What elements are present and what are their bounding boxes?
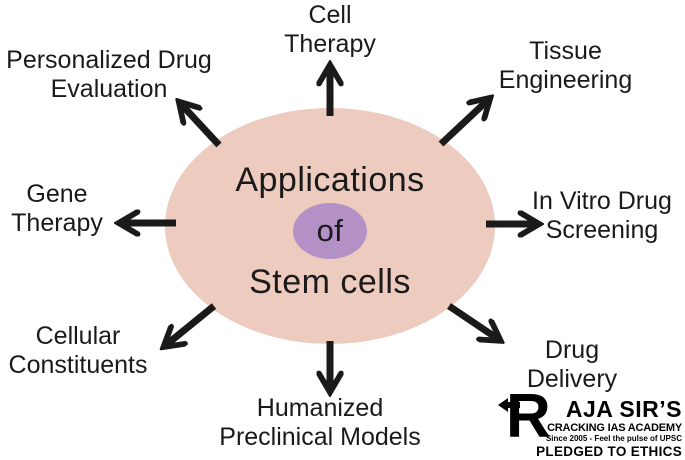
label-drug-delivery: Drug Delivery xyxy=(512,336,632,394)
label-tissue-engineering: Tissue Engineering xyxy=(478,37,653,95)
label-line: Constituents xyxy=(8,351,148,379)
logo-footer: PLEDGED TO ETHICS xyxy=(536,444,682,459)
logo-subtitle: CRACKING IAS ACADEMY xyxy=(547,422,682,434)
left-arrow-icon xyxy=(497,398,520,412)
label-humanized-preclinical-models: Humanized Preclinical Models xyxy=(193,394,447,452)
label-personalized-drug-evaluation: Personalized Drug Evaluation xyxy=(0,46,218,104)
label-line: Humanized xyxy=(256,394,384,422)
arrow-tissue-engineering xyxy=(438,100,488,147)
academy-logo: R AJA SIR’S CRACKING IAS ACADEMY Since 2… xyxy=(497,386,682,459)
label-line: Preclinical Models xyxy=(219,423,421,451)
label-line: Therapy xyxy=(284,30,376,58)
label-gene-therapy: Gene Therapy xyxy=(0,180,114,238)
arrow-cellular-constituents xyxy=(166,303,217,345)
label-line: Screening xyxy=(545,216,659,244)
center-ellipse: Applications of Stem cells xyxy=(165,108,495,344)
label-cell-therapy: Cell Therapy xyxy=(265,1,395,59)
label-line: Cell xyxy=(308,1,352,29)
label-in-vitro-drug-screening: In Vitro Drug Screening xyxy=(520,187,684,245)
label-line: Delivery xyxy=(526,365,618,393)
label-line: Evaluation xyxy=(50,75,168,103)
diagram-title-line2: of xyxy=(316,213,344,248)
label-line: Personalized Drug xyxy=(6,46,212,74)
label-line: Gene xyxy=(26,180,88,208)
label-line: Engineering xyxy=(498,66,633,94)
logo-letter-r: R xyxy=(505,382,551,451)
logo-brand-text: AJA SIR’S xyxy=(565,396,682,422)
label-cellular-constituents: Cellular Constituents xyxy=(0,322,156,380)
diagram-title-line3: Stem cells xyxy=(249,263,411,301)
label-line: Tissue xyxy=(529,37,602,65)
center-inner-ellipse: of xyxy=(293,203,367,259)
diagram-title-line1: Applications xyxy=(235,161,425,199)
arrow-personalized-drug-evaluation xyxy=(181,104,222,148)
label-line: Therapy xyxy=(11,209,103,237)
logo-r-glyph: R xyxy=(497,386,551,448)
label-line: Cellular xyxy=(35,322,121,350)
label-line: In Vitro Drug xyxy=(532,187,672,215)
arrow-drug-delivery xyxy=(447,303,498,339)
label-line: Drug xyxy=(544,336,600,364)
logo-tagline: Since 2005 - Feel the pulse of UPSC xyxy=(545,434,682,443)
